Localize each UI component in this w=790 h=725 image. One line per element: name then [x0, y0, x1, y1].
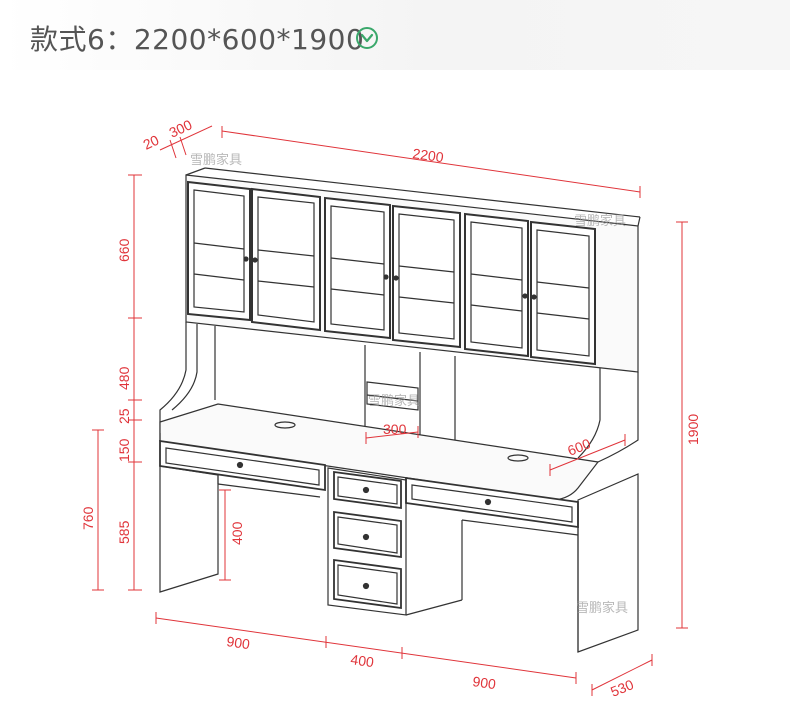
- dim-150: 150: [116, 438, 132, 462]
- watermark-1: 雪鹏家具: [190, 152, 242, 168]
- dim-25: 25: [116, 408, 132, 424]
- dim-600: 600: [565, 435, 593, 459]
- drawer-left: [159, 439, 326, 492]
- page-title: 款式6：2200*600*1900: [30, 23, 365, 56]
- dim-1900: 1900: [685, 414, 701, 445]
- middle-shelf-unit: [364, 345, 456, 446]
- dim-480: 480: [116, 366, 132, 390]
- dim-760: 760: [80, 506, 96, 530]
- dim-2200: 2200: [412, 145, 445, 165]
- watermark-4: 雪鹏家具: [576, 600, 628, 616]
- dim-20: 20: [141, 132, 162, 153]
- drawer-pedestal: [327, 467, 463, 616]
- glass-door-5: [464, 212, 529, 358]
- chevron-down-icon[interactable]: [356, 27, 378, 49]
- watermark-2: 雪鹏家具: [574, 213, 626, 229]
- glass-door-4: [392, 204, 461, 349]
- dim-400-bottom: 400: [350, 651, 376, 670]
- glass-door-1: [187, 180, 251, 322]
- dim-300-top: 300: [167, 116, 195, 140]
- dim-300-shelf: 300: [383, 421, 407, 437]
- hutch-right-side: [597, 372, 639, 463]
- dim-660: 660: [116, 238, 132, 262]
- glass-door-6: [530, 220, 596, 366]
- left-leg-panel: [159, 465, 321, 593]
- dim-900-left: 900: [226, 633, 252, 652]
- right-leg-panel: [461, 473, 639, 653]
- header-bar: 款式6：2200*600*1900: [0, 0, 790, 70]
- glass-door-3: [324, 196, 391, 340]
- dimension-lines: [92, 125, 688, 696]
- hutch-left-side: [159, 322, 187, 433]
- glass-door-2: [251, 187, 321, 332]
- dim-900-right: 900: [472, 673, 498, 692]
- door-knobs: [243, 256, 537, 300]
- watermark-3: 雪鹏家具: [368, 393, 420, 409]
- dim-585: 585: [116, 520, 132, 544]
- dim-400-knee: 400: [229, 521, 245, 545]
